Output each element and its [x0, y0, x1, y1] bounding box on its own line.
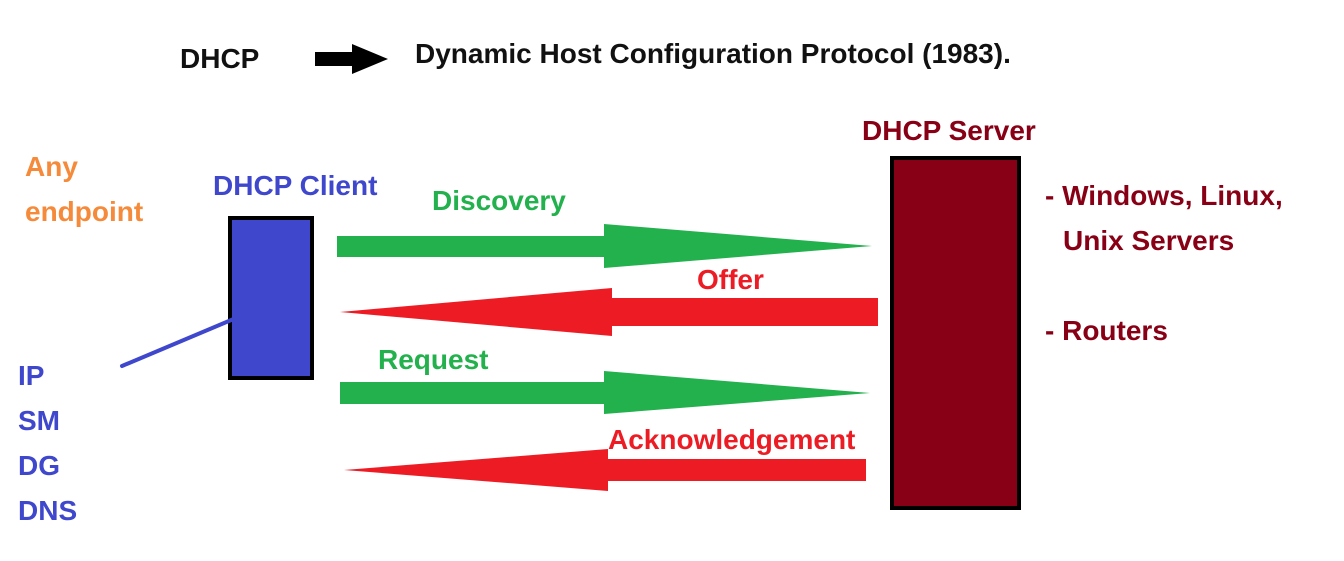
- client-title: DHCP Client: [213, 170, 378, 201]
- offer-arrow: [340, 288, 878, 336]
- server-type-routers: - Routers: [1045, 315, 1168, 346]
- request-arrow: [340, 371, 870, 414]
- server-box: [890, 156, 1021, 510]
- server-type-windows-linux: - Windows, Linux,: [1045, 180, 1283, 211]
- header-expansion: Dynamic Host Configuration Protocol (198…: [415, 38, 1011, 69]
- server-title: DHCP Server: [862, 115, 1036, 146]
- acknowledgement-label: Acknowledgement: [608, 424, 856, 455]
- acknowledgement-arrow: [344, 449, 866, 491]
- param-dns: DNS: [18, 495, 78, 526]
- header-acronym: DHCP: [180, 43, 260, 74]
- any-endpoint-line2: endpoint: [25, 196, 144, 227]
- server-type-unix: Unix Servers: [1063, 225, 1235, 256]
- any-endpoint-line1: Any: [25, 151, 78, 182]
- offer-label: Offer: [697, 264, 764, 295]
- discovery-arrow: [337, 224, 872, 268]
- header-arrow: [315, 44, 388, 74]
- param-ip: IP: [18, 360, 45, 391]
- client-param-connector: [120, 316, 238, 368]
- param-sm: SM: [18, 405, 60, 436]
- request-label: Request: [378, 344, 489, 375]
- client-box: [228, 216, 314, 380]
- discovery-label: Discovery: [432, 185, 566, 216]
- param-dg: DG: [18, 450, 60, 481]
